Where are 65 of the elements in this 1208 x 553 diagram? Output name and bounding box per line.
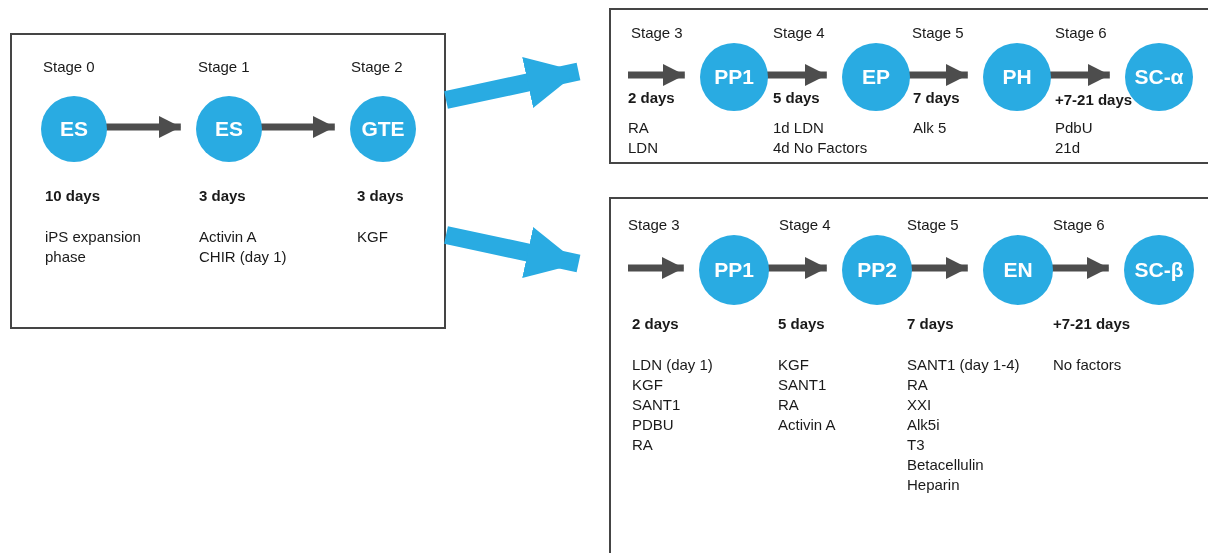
factor-label: 1d LDN (773, 118, 824, 138)
stage-label: Stage 6 (1053, 215, 1105, 235)
factor-label: 21d (1055, 138, 1081, 158)
cell-stage-circle: EN (983, 235, 1053, 305)
factor-label: KGF (632, 375, 663, 395)
stage-label: Stage 3 (628, 215, 680, 235)
cell-stage-circle: PP1 (700, 43, 768, 111)
factor-label: KGF (357, 227, 388, 247)
duration-label: 2 days (632, 314, 679, 334)
duration-label: 2 days (628, 88, 675, 108)
duration-label: 5 days (773, 88, 820, 108)
factor-label: Alk 5 (913, 118, 947, 138)
factor-label: No factors (1053, 355, 1122, 375)
thick-arrow (444, 57, 581, 109)
factor-label: RA (907, 375, 928, 395)
factor-label: LDN (628, 138, 658, 158)
duration-label: 7 days (907, 314, 954, 334)
stage-label: Stage 3 (631, 23, 683, 43)
stage-panel (10, 33, 446, 329)
factor-label: SANT1 (day 1-4) (907, 355, 1020, 375)
factor-label: Heparin (907, 475, 960, 495)
stage-panel (609, 197, 1208, 553)
thick-arrow (444, 226, 581, 278)
cell-stage-circle: PH (983, 43, 1051, 111)
cell-stage-circle: ES (196, 96, 262, 162)
stage-label: Stage 4 (773, 23, 825, 43)
factor-label: PDBU (632, 415, 674, 435)
factor-label: KGF (778, 355, 809, 375)
stage-label: Stage 2 (351, 57, 403, 77)
stage-panel (609, 8, 1208, 164)
stage-label: Stage 5 (907, 215, 959, 235)
factor-label: Activin A (778, 415, 836, 435)
factor-label: CHIR (day 1) (199, 247, 287, 267)
factor-label: Betacellulin (907, 455, 984, 475)
factor-label: SANT1 (778, 375, 827, 395)
factor-label: LDN (day 1) (632, 355, 713, 375)
stage-label: Stage 1 (198, 57, 250, 77)
duration-label: 7 days (913, 88, 960, 108)
cell-stage-circle: SC-β (1124, 235, 1194, 305)
stage-label: Stage 0 (43, 57, 95, 77)
duration-label: 10 days (45, 186, 101, 206)
stage-label: Stage 5 (912, 23, 964, 43)
stage-label: Stage 6 (1055, 23, 1107, 43)
factor-label: Activin A (199, 227, 257, 247)
stage-label: Stage 4 (779, 215, 831, 235)
factor-label: RA (628, 118, 649, 138)
factor-label: T3 (907, 435, 925, 455)
factor-label: RA (632, 435, 653, 455)
cell-stage-circle: ES (41, 96, 107, 162)
duration-label: +7-21 days (1053, 314, 1131, 334)
cell-stage-circle: EP (842, 43, 910, 111)
duration-label: +7-21 days (1055, 90, 1133, 110)
factor-label: iPS expansion phase (45, 227, 142, 267)
duration-label: 5 days (778, 314, 825, 334)
factor-label: SANT1 (632, 395, 681, 415)
factor-label: RA (778, 395, 799, 415)
factor-label: PdbU (1055, 118, 1093, 138)
factor-label: 4d No Factors (773, 138, 868, 158)
duration-label: 3 days (357, 186, 404, 206)
factor-label: Alk5i (907, 415, 940, 435)
factor-label: XXI (907, 395, 932, 415)
cell-stage-circle: GTE (350, 96, 416, 162)
cell-stage-circle: PP2 (842, 235, 912, 305)
cell-stage-circle: PP1 (699, 235, 769, 305)
duration-label: 3 days (199, 186, 246, 206)
